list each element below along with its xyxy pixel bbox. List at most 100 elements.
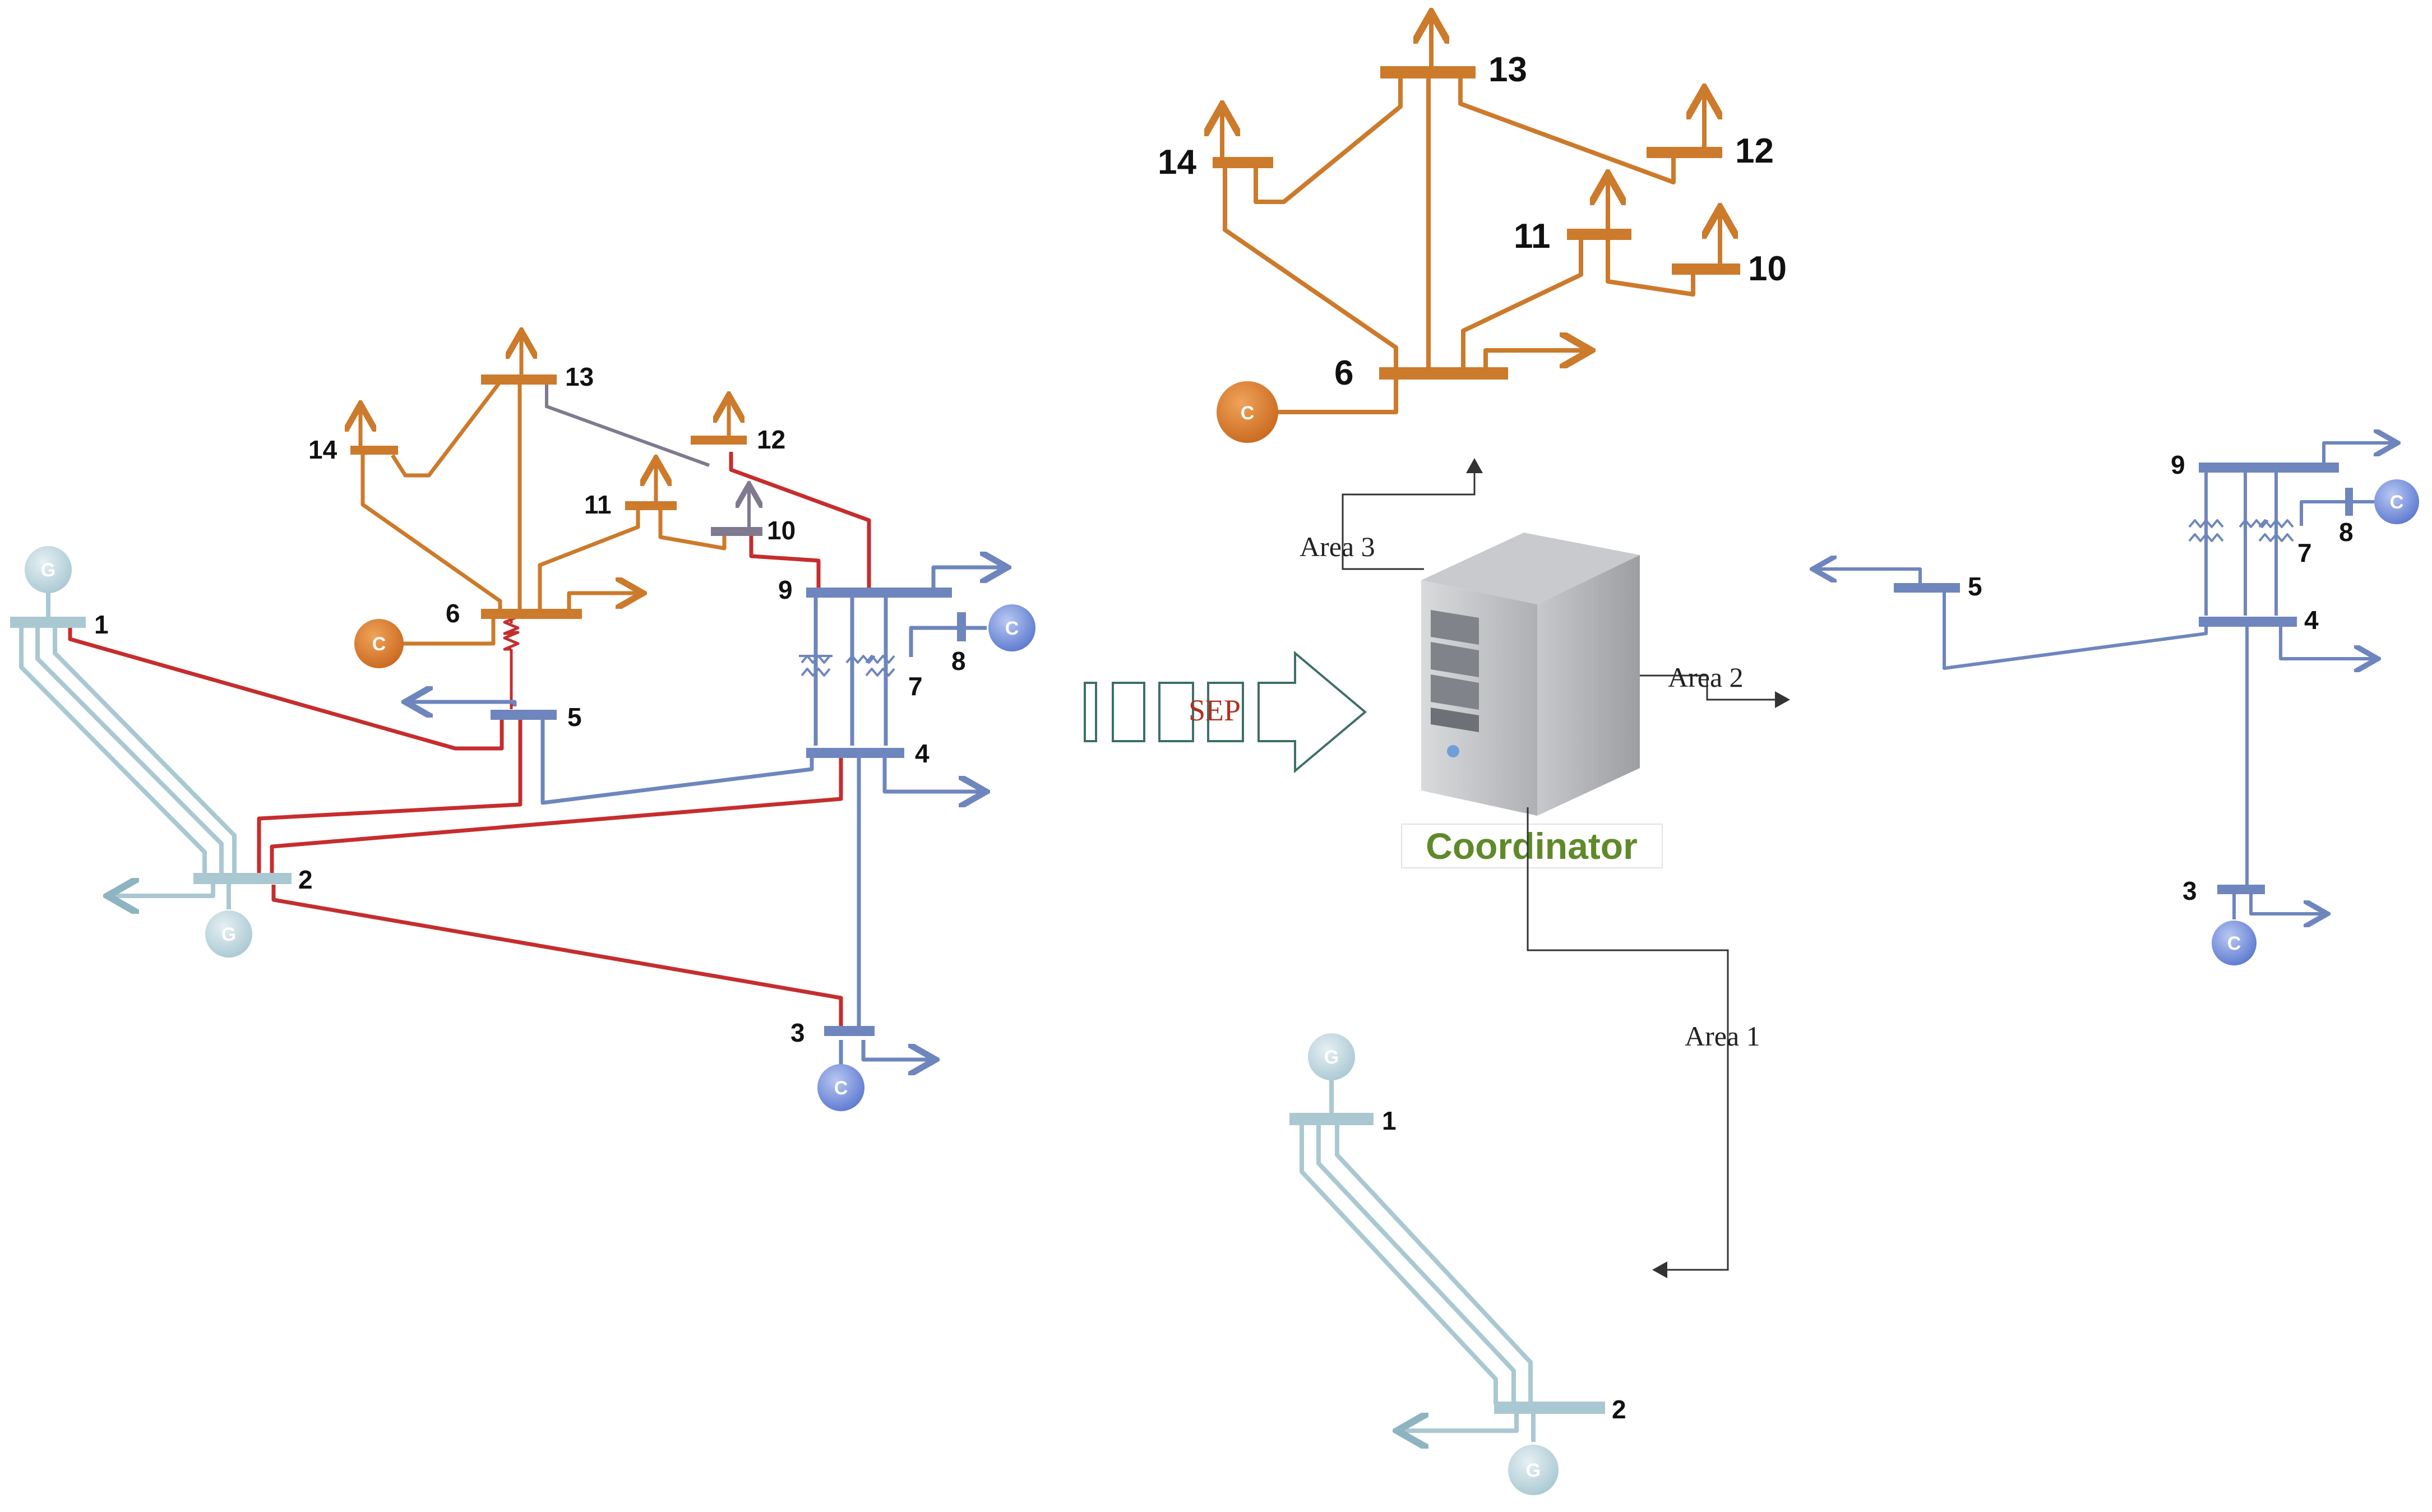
xfmr-9-4-b <box>845 655 895 677</box>
full-area1-lines <box>19 589 237 909</box>
syncon-6-symbol: C <box>372 634 386 655</box>
gen-2 <box>205 910 252 958</box>
bus-3 <box>824 1026 875 1036</box>
a1-gen-2-symbol: G <box>1526 1460 1541 1481</box>
line-13-12 <box>545 381 710 467</box>
syncon-8 <box>988 604 1035 651</box>
load-2 <box>112 883 215 896</box>
bus-13 <box>481 374 557 385</box>
label-bus-14: 14 <box>308 435 337 464</box>
tie-4-2 <box>270 756 843 875</box>
syncon-3 <box>817 1064 864 1111</box>
a3-label-bus-14: 14 <box>1158 143 1196 182</box>
a3-bus-11 <box>1567 229 1631 240</box>
a2-line-5-4 <box>1943 591 2208 670</box>
full-buses <box>10 374 966 1036</box>
link-area1 <box>1527 807 1729 1278</box>
a1-label-bus-2: 2 <box>1612 1395 1626 1424</box>
a2-label-bus-3: 3 <box>2183 876 2197 905</box>
label-bus-4: 4 <box>915 739 930 768</box>
a1-line-1-2-a <box>1300 1124 1498 1404</box>
coordinator-links <box>1342 458 1790 1278</box>
label-bus-9: 9 <box>778 575 793 604</box>
line-1-2-c <box>53 623 237 875</box>
bus-5 <box>491 710 557 720</box>
a3-line-14-6 <box>1223 163 1398 367</box>
a1-gen-2 <box>1508 1445 1559 1495</box>
label-bus-7: 7 <box>908 672 923 701</box>
a3-line-13-12 <box>1458 74 1676 184</box>
full-grey-lines <box>545 381 749 528</box>
bus-14 <box>350 446 398 455</box>
a1-bus-2 <box>1494 1402 1605 1414</box>
bus-4 <box>806 748 904 758</box>
sep-label: SEP <box>1189 693 1241 727</box>
syncon-6 <box>354 619 404 668</box>
transformer-5-6 <box>503 615 520 709</box>
sep-arrow <box>1084 650 1367 774</box>
bus-8 <box>957 612 966 641</box>
line-1-2-a <box>19 623 207 875</box>
a3-line-6-11 <box>1461 235 1583 370</box>
full-area2-lines <box>409 567 1004 1066</box>
full-area3-lines <box>360 335 729 646</box>
a2-label-bus-7: 7 <box>2297 538 2312 567</box>
line-1-2-b <box>35 623 224 875</box>
area2-label: Area 2 <box>1668 662 1744 693</box>
tie-5-2 <box>257 719 523 875</box>
a1-gen-1-symbol: G <box>1324 1047 1339 1068</box>
a3-bus-12 <box>1647 147 1722 158</box>
a3-label-bus-13: 13 <box>1488 50 1527 89</box>
a2-load-4 <box>2279 623 2374 659</box>
label-bus-8: 8 <box>951 646 966 676</box>
area3-label: Area 3 <box>1300 531 1375 562</box>
server-side <box>1537 555 1640 816</box>
a2-label-bus-4: 4 <box>2304 605 2319 635</box>
a3-bus-10 <box>1672 263 1740 275</box>
a2-syncon-8-symbol: C <box>2390 492 2404 513</box>
label-bus-1: 1 <box>94 610 109 639</box>
a3-label-bus-12: 12 <box>1735 132 1774 170</box>
label-bus-13: 13 <box>565 362 594 391</box>
a3-bus-13 <box>1380 66 1476 78</box>
a2-xfmr-a <box>2188 519 2224 542</box>
a2-label-bus-5: 5 <box>1968 572 1982 601</box>
xfmr-9-4-a <box>799 655 833 677</box>
a3-line-11-10 <box>1606 235 1695 297</box>
tie-3-2 <box>271 885 843 1030</box>
a1-bus-1 <box>1289 1113 1374 1125</box>
line-7-8 <box>909 626 959 657</box>
a2-label-bus-9: 9 <box>2171 450 2185 479</box>
load-6 <box>567 593 639 611</box>
label-bus-10: 10 <box>767 516 796 545</box>
area1-label: Area 1 <box>1685 1020 1760 1052</box>
link-area3 <box>1342 458 1483 570</box>
sep-arrow-segment-1 <box>1084 682 1097 742</box>
label-bus-11: 11 <box>584 490 612 519</box>
area1-subsystem: G G 1 2 <box>1289 1033 1626 1495</box>
area2-subsystem: C C 9 7 8 4 5 3 <box>1816 443 2419 965</box>
bus-9 <box>806 588 952 598</box>
a2-bus-5 <box>1894 583 1960 593</box>
link-area2 <box>1640 674 1790 708</box>
gen-2-symbol: G <box>221 924 236 945</box>
bus-11 <box>625 501 677 510</box>
a1-load-2 <box>1402 1413 1519 1431</box>
full-bus-labels: 1 2 3 4 5 6 7 8 9 10 11 12 13 14 <box>94 362 966 1047</box>
a3-syncon-6 <box>1217 381 1278 443</box>
drive-slot <box>1431 708 1479 732</box>
a1-gen-1 <box>1308 1033 1355 1080</box>
a3-label-bus-11: 11 <box>1514 217 1551 256</box>
coordinator-label-box <box>1401 824 1663 868</box>
a2-syncon-8 <box>2374 479 2419 524</box>
label-bus-2: 2 <box>298 865 313 894</box>
load-9 <box>931 567 1004 591</box>
drive-bay-3 <box>1431 674 1479 710</box>
a3-load-6 <box>1483 350 1587 370</box>
load-3 <box>861 1040 932 1060</box>
a3-bus-14 <box>1213 157 1273 168</box>
full-tie-lines <box>68 452 871 1030</box>
a2-bus-8 <box>2345 488 2353 516</box>
a2-load-3 <box>2249 894 2324 914</box>
line-11-10 <box>658 508 727 551</box>
